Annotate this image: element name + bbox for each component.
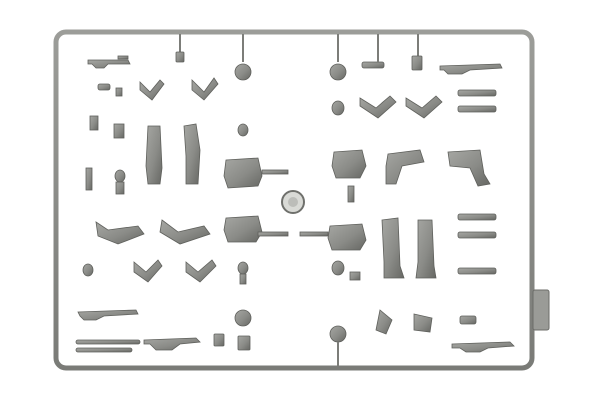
hand-part	[405, 95, 443, 119]
helmet-part	[329, 63, 347, 81]
sprue-gate-tag	[532, 289, 550, 331]
arm-part	[159, 219, 211, 245]
boot-part	[415, 219, 437, 279]
rifle-part	[77, 309, 139, 321]
sprue-center-disc	[281, 190, 305, 214]
leg-part	[385, 149, 425, 185]
part-group-bottom-right	[329, 309, 515, 366]
part-group-top-right	[329, 34, 503, 119]
torso-part	[223, 157, 263, 189]
hand-part	[375, 309, 393, 335]
hand-part	[413, 313, 433, 333]
hand-part	[359, 95, 397, 119]
part-group-middle-left	[85, 157, 289, 245]
rifle-part	[451, 341, 515, 353]
torso-part	[223, 215, 263, 243]
part-group-middle-right	[299, 149, 497, 281]
torso-part	[331, 149, 367, 179]
sprue-frame	[53, 29, 535, 371]
leg-part	[447, 149, 491, 187]
arm-part	[95, 221, 145, 245]
leg-part	[145, 125, 163, 185]
leg-part	[183, 123, 201, 185]
helmet-part	[234, 309, 252, 327]
boot-part	[381, 217, 405, 279]
part-group-bottom-left	[75, 259, 252, 353]
rifle-part	[143, 337, 201, 351]
hand-part	[191, 77, 219, 101]
torso-part	[327, 223, 367, 251]
helmet-part	[329, 325, 347, 343]
hand-part	[133, 259, 163, 283]
rifle-part	[439, 63, 503, 75]
hand-part	[139, 79, 165, 101]
helmet-part	[234, 63, 252, 81]
part-group-top-left	[87, 34, 252, 185]
rifle-part	[87, 55, 131, 69]
hand-part	[185, 259, 217, 283]
